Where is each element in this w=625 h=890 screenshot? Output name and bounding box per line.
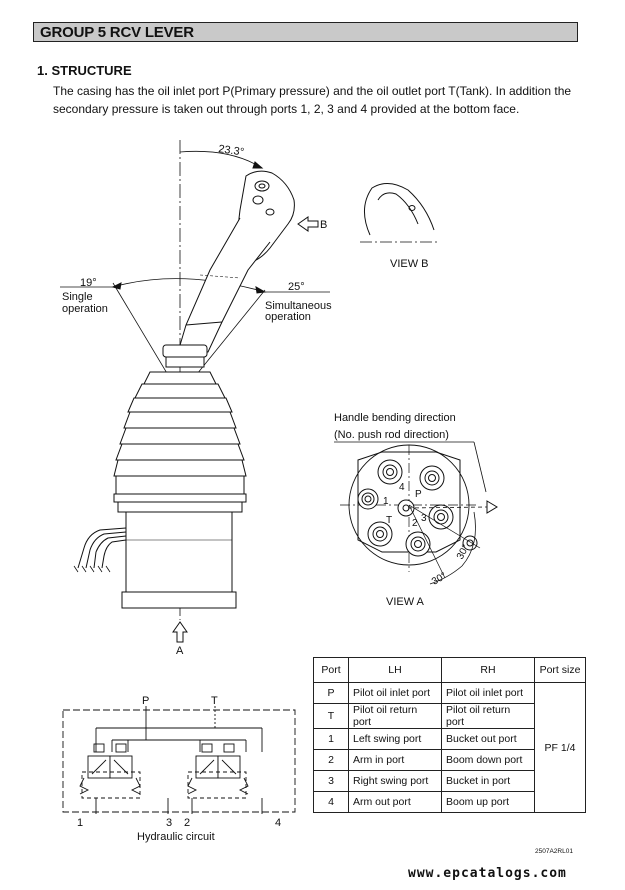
simultaneous-operation-label-2: operation bbox=[265, 311, 311, 323]
port-4-label: 4 bbox=[399, 482, 405, 493]
section-heading: 1. STRUCTURE bbox=[37, 63, 132, 78]
header-port-size: Port size bbox=[534, 657, 586, 683]
group-title: GROUP 5 RCV LEVER bbox=[40, 24, 194, 41]
lh-cell: Arm in port bbox=[348, 749, 442, 771]
hydraulic-port-2: 2 bbox=[184, 817, 190, 829]
angle-top-label: 23.3° bbox=[218, 143, 245, 158]
angle-30-label-b: 30° bbox=[430, 571, 449, 588]
hydraulic-circuit-caption: Hydraulic circuit bbox=[137, 831, 215, 843]
angle-right-label: 25° bbox=[288, 281, 305, 293]
table-row: P Pilot oil inlet port Pilot oil inlet p… bbox=[313, 682, 586, 813]
port-cell: 4 bbox=[313, 791, 349, 813]
rh-cell: Bucket in port bbox=[441, 770, 535, 792]
port-cell: P bbox=[313, 682, 349, 704]
port-cell: 1 bbox=[313, 728, 349, 750]
port-cell: 3 bbox=[313, 770, 349, 792]
bending-direction-label-2: (No. push rod direction) bbox=[334, 429, 449, 441]
hydraulic-t-label: T bbox=[211, 695, 218, 707]
rh-cell: Boom down port bbox=[441, 749, 535, 771]
view-b-caption: VIEW B bbox=[390, 258, 429, 270]
port-table: Port LH RH Port size P Pilot oil inlet p… bbox=[313, 657, 586, 813]
hydraulic-port-4: 4 bbox=[275, 817, 281, 829]
hydraulic-circuit-drawing bbox=[62, 706, 296, 814]
lh-cell: Arm out port bbox=[348, 791, 442, 813]
table-row: 1 Left swing port Bucket out port bbox=[313, 728, 586, 750]
figure-code: 2507A2RL01 bbox=[535, 848, 573, 855]
table-row: 3 Right swing port Bucket in port bbox=[313, 770, 586, 792]
view-a-caption: VIEW A bbox=[386, 596, 425, 608]
header-lh: LH bbox=[348, 657, 442, 683]
rh-cell: Bucket out port bbox=[441, 728, 535, 750]
port-3-label: 3 bbox=[421, 513, 427, 524]
header-port: Port bbox=[313, 657, 349, 683]
single-operation-label-2: operation bbox=[62, 303, 108, 315]
table-header-row: Port LH RH Port size bbox=[313, 657, 586, 683]
arrow-b-label: B bbox=[320, 219, 327, 231]
group-header-bar: GROUP 5 RCV LEVER bbox=[33, 22, 578, 42]
angle-left-label: 19° bbox=[80, 277, 97, 289]
rh-cell: Pilot oil return port bbox=[441, 703, 535, 729]
watermark: www.epcatalogs.com bbox=[408, 866, 567, 881]
structure-description: The casing has the oil inlet port P(Prim… bbox=[53, 82, 583, 118]
port-size-cell: PF 1/4 bbox=[534, 682, 586, 813]
table-row: T Pilot oil return port Pilot oil return… bbox=[313, 703, 586, 729]
arrow-a-label: A bbox=[176, 645, 184, 657]
header-rh: RH bbox=[441, 657, 535, 683]
hydraulic-p-label: P bbox=[142, 695, 149, 707]
view-a-drawing bbox=[334, 441, 498, 585]
description-line-2: secondary pressure is taken out through … bbox=[53, 102, 520, 116]
port-t-label: T bbox=[386, 515, 392, 526]
hydraulic-port-3: 3 bbox=[166, 817, 172, 829]
hydraulic-port-1: 1 bbox=[77, 817, 83, 829]
lh-cell: Left swing port bbox=[348, 728, 442, 750]
port-p-label: P bbox=[415, 489, 422, 500]
lh-cell: Pilot oil inlet port bbox=[348, 682, 442, 704]
port-1-label: 1 bbox=[383, 496, 389, 507]
single-operation-label-1: Single bbox=[62, 291, 93, 303]
description-line-1: The casing has the oil inlet port P(Prim… bbox=[53, 84, 572, 98]
port-cell: 2 bbox=[313, 749, 349, 771]
rcv-lever-drawing bbox=[60, 140, 330, 643]
lh-cell: Right swing port bbox=[348, 770, 442, 792]
rh-cell: Boom up port bbox=[441, 791, 535, 813]
table-row: 4 Arm out port Boom up port bbox=[313, 791, 586, 813]
lh-cell: Pilot oil return port bbox=[348, 703, 442, 729]
simultaneous-operation-label-1: Simultaneous bbox=[265, 300, 332, 312]
rh-cell: Pilot oil inlet port bbox=[441, 682, 535, 704]
bending-direction-label-1: Handle bending direction bbox=[334, 412, 456, 424]
port-cell: T bbox=[313, 703, 349, 729]
view-b-drawing bbox=[360, 183, 440, 243]
port-2-label: 2 bbox=[412, 518, 418, 529]
